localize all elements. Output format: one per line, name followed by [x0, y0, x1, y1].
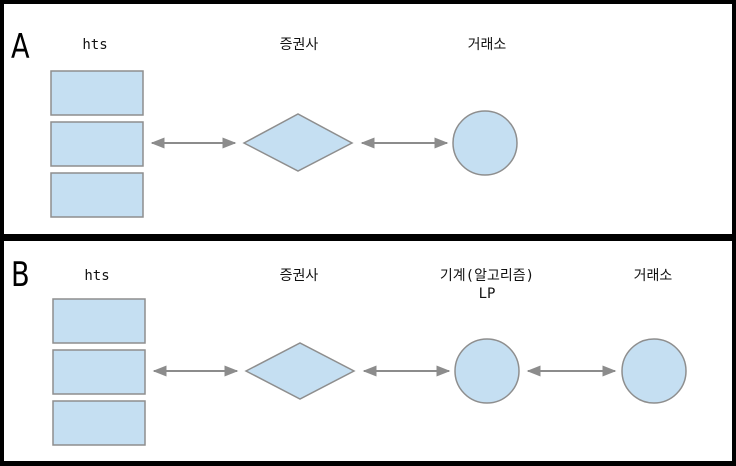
exchange-label: 거래소 — [633, 268, 673, 284]
hts-box-3 — [52, 400, 146, 446]
hts-label: hts — [82, 37, 108, 53]
hts-box-2 — [52, 349, 146, 395]
panel-b-diagram — [52, 298, 687, 446]
exchange-circle — [621, 338, 687, 404]
broker-diamond — [244, 342, 356, 400]
machine-circle — [454, 338, 520, 404]
panel-a: A hts 증권사 거래소 — [4, 4, 732, 234]
panel-b-letter: B — [11, 255, 30, 295]
machine-sub-label: LP — [478, 286, 496, 302]
broker-label: 증권사 — [279, 268, 319, 284]
hts-box-1 — [50, 70, 144, 116]
hts-box-1 — [52, 298, 146, 344]
hts-label: hts — [84, 268, 110, 284]
machine-label: 기계(알고리즘) — [439, 268, 535, 284]
panel-a-letter: A — [11, 27, 30, 67]
hts-box-2 — [50, 121, 144, 167]
panel-b: B hts 증권사 기계(알고리즘) LP 거래소 — [4, 241, 732, 461]
broker-label: 증권사 — [279, 37, 319, 53]
exchange-label: 거래소 — [467, 37, 507, 53]
broker-diamond — [242, 113, 354, 172]
panel-a-diagram — [50, 70, 518, 218]
exchange-circle — [452, 110, 518, 176]
hts-box-3 — [50, 172, 144, 218]
